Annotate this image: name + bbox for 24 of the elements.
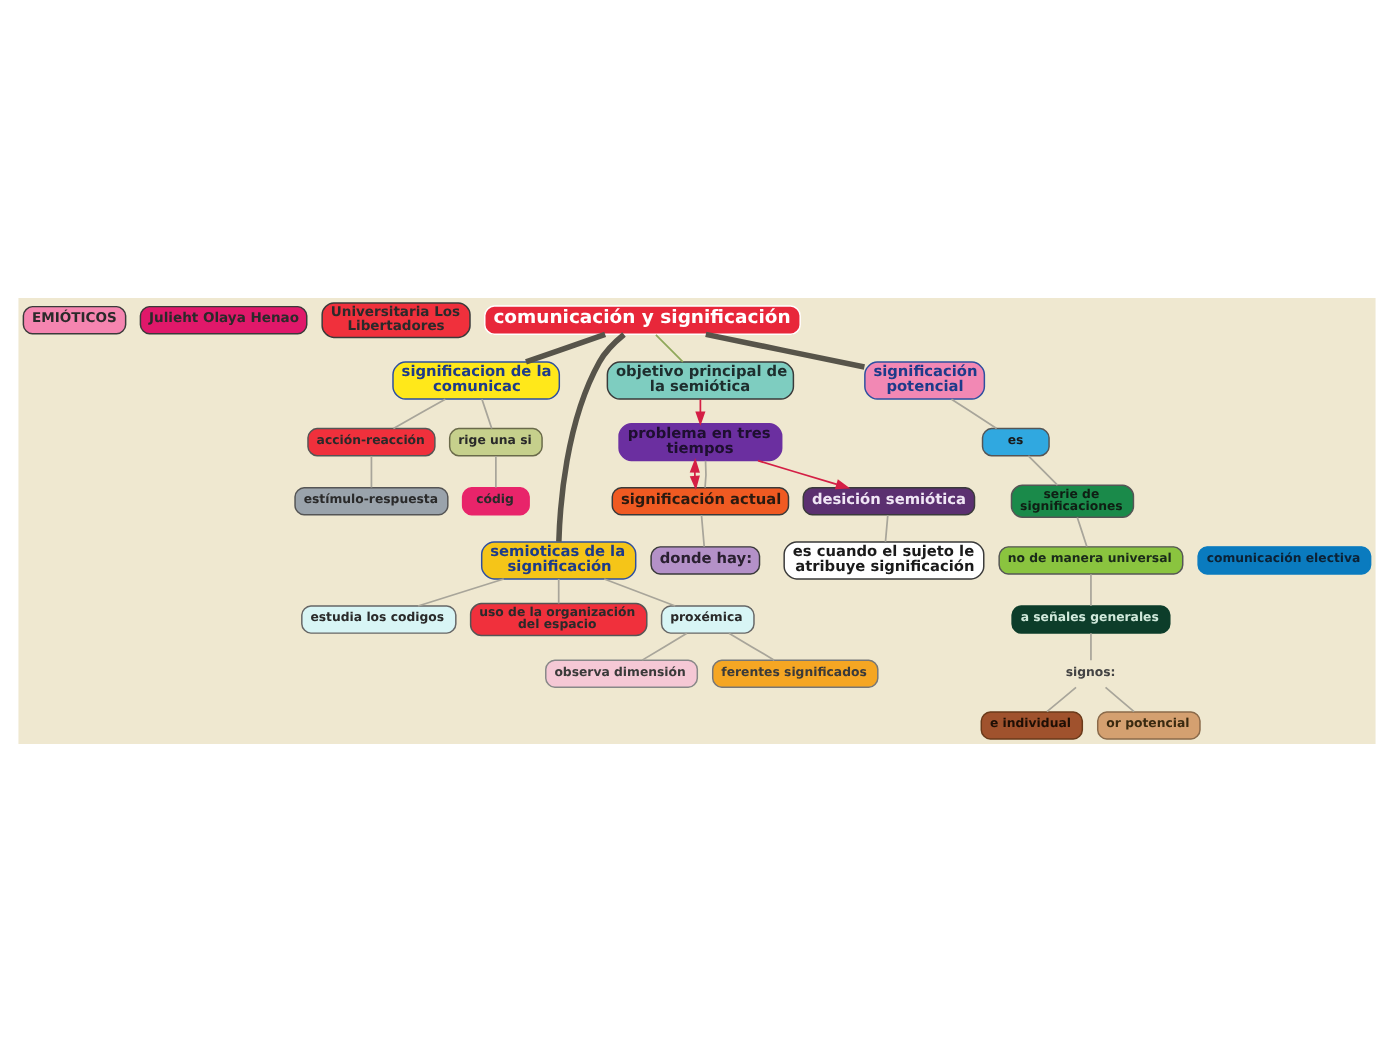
connector	[557, 577, 560, 604]
connector	[392, 397, 447, 429]
connector	[704, 458, 707, 488]
connector	[655, 332, 684, 362]
connector	[1076, 515, 1088, 547]
connector	[1027, 454, 1059, 485]
node-box: comunicación y significación	[484, 304, 801, 335]
connector	[603, 577, 677, 606]
connector	[370, 454, 373, 488]
connector	[1104, 685, 1135, 712]
connector	[728, 631, 776, 660]
connector	[884, 513, 889, 542]
connector	[705, 330, 865, 369]
connector	[1090, 631, 1092, 660]
connector	[417, 577, 505, 606]
connector	[481, 397, 493, 429]
connector	[556, 331, 626, 541]
connector	[525, 330, 607, 364]
connector	[1090, 572, 1092, 606]
connector	[700, 513, 706, 547]
arrow	[757, 458, 851, 489]
connector	[1046, 685, 1077, 712]
connector	[495, 454, 497, 488]
connector	[950, 397, 998, 429]
